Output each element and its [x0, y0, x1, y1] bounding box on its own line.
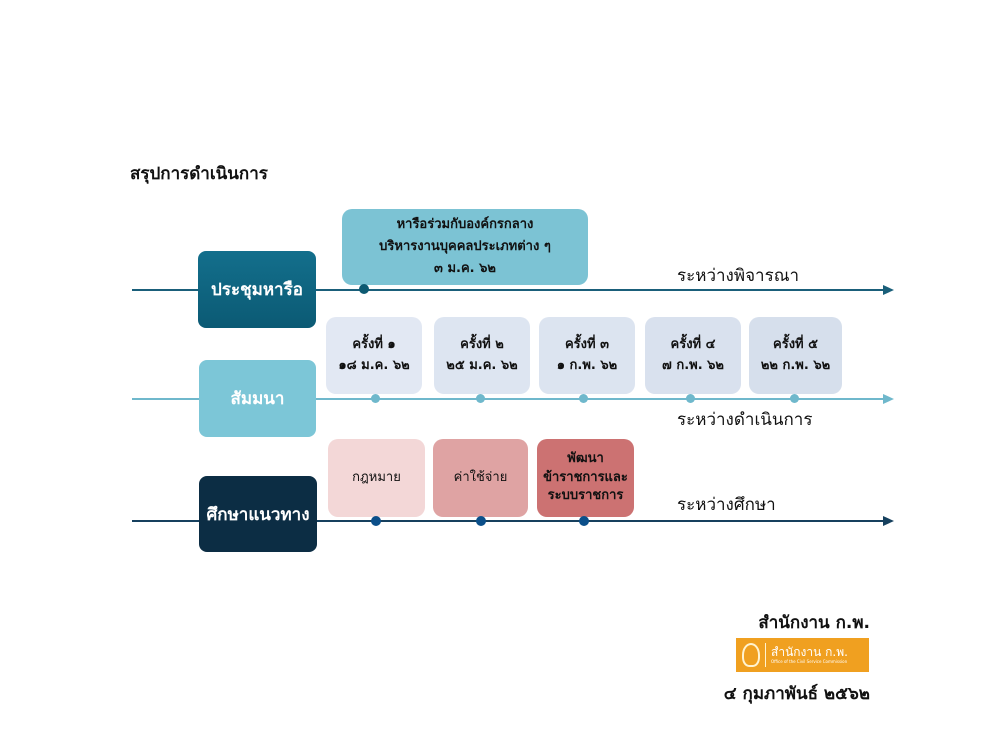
- date: ๔ กุมภาพันธ์ ๒๕๖๒: [723, 684, 870, 704]
- timeline-dot: [686, 394, 695, 403]
- logo-text: สำนักงาน ก.พ.: [771, 644, 848, 659]
- timeline-dot: [579, 516, 589, 526]
- card-line: ระบบราชการ: [547, 488, 624, 504]
- card-line: ๑๘ ม.ค. ๖๒: [338, 357, 410, 373]
- study-card-3: พัฒนาข้าราชการและระบบราชการ: [537, 439, 634, 517]
- card-line: ๒๒ ก.พ. ๖๒: [760, 357, 831, 373]
- timeline-dot: [790, 394, 799, 403]
- card-line: ข้าราชการและ: [543, 469, 628, 485]
- status-text: ระหว่างดำเนินการ: [677, 410, 813, 430]
- card-line: ๒๕ ม.ค. ๖๒: [446, 357, 518, 373]
- card-line: ค่าใช้จ่าย: [453, 469, 508, 485]
- card-line: บริหารงานบุคคลประเภทต่าง ๆ: [379, 238, 551, 254]
- timeline-line-2: [132, 398, 884, 400]
- status-text: ระหว่างพิจารณา: [677, 266, 800, 286]
- timeline-dot: [476, 516, 486, 526]
- timeline-dot: [476, 394, 485, 403]
- timeline-dot: [579, 394, 588, 403]
- seminar-card-3: ครั้งที่ ๓๑ ก.พ. ๖๒: [539, 317, 635, 394]
- card-line: ครั้งที่ ๒: [460, 336, 504, 352]
- logo-divider: [765, 643, 766, 667]
- arrow-icon: [883, 516, 894, 526]
- timeline-line-3: [132, 520, 884, 522]
- card-line: ครั้งที่ ๑: [352, 336, 396, 352]
- timeline-line-1: [132, 289, 884, 291]
- card-line: ครั้งที่ ๔: [670, 336, 716, 352]
- ocsc-logo: สำนักงาน ก.พ. Office of the Civil Servic…: [736, 638, 869, 672]
- seminar-card-5: ครั้งที่ ๕๒๒ ก.พ. ๖๒: [749, 317, 842, 394]
- card-line: กฎหมาย: [352, 469, 401, 485]
- track-label-meeting: ประชุมหารือ: [198, 251, 316, 328]
- track-label-seminar: สัมมนา: [199, 360, 316, 437]
- arrow-icon: [883, 285, 894, 295]
- card-line: พัฒนา: [567, 450, 604, 466]
- card-line: ครั้งที่ ๓: [564, 336, 609, 352]
- seminar-card-4: ครั้งที่ ๔๗ ก.พ. ๖๒: [645, 317, 741, 394]
- study-card-1: กฎหมาย: [328, 439, 425, 517]
- card-line: ครั้งที่ ๕: [773, 336, 818, 352]
- page-title: สรุปการดำเนินการ: [130, 164, 268, 184]
- seminar-card-2: ครั้งที่ ๒๒๕ ม.ค. ๖๒: [434, 317, 530, 394]
- logo-subtext: Office of the Civil Service Commission: [771, 658, 848, 664]
- card-line: ๓ ม.ค. ๖๒: [434, 261, 496, 277]
- arrow-icon: [883, 394, 894, 404]
- track-label-study: ศึกษาแนวทาง: [199, 476, 317, 552]
- org-name: สำนักงาน ก.พ.: [758, 613, 870, 633]
- card-line: ๑ ก.พ. ๖๒: [556, 357, 618, 373]
- card-line: หารือร่วมกับองค์กรกลาง: [396, 216, 534, 232]
- meeting-card: หารือร่วมกับองค์กรกลาง บริหารงานบุคคลประ…: [342, 209, 588, 285]
- timeline-dot: [371, 516, 381, 526]
- emblem-icon: [742, 643, 760, 667]
- card-line: ๗ ก.พ. ๖๒: [662, 357, 724, 373]
- timeline-dot: [371, 394, 380, 403]
- status-text: ระหว่างศึกษา: [677, 495, 776, 515]
- timeline-dot: [359, 284, 369, 294]
- study-card-2: ค่าใช้จ่าย: [433, 439, 528, 517]
- seminar-card-1: ครั้งที่ ๑๑๘ ม.ค. ๖๒: [326, 317, 422, 394]
